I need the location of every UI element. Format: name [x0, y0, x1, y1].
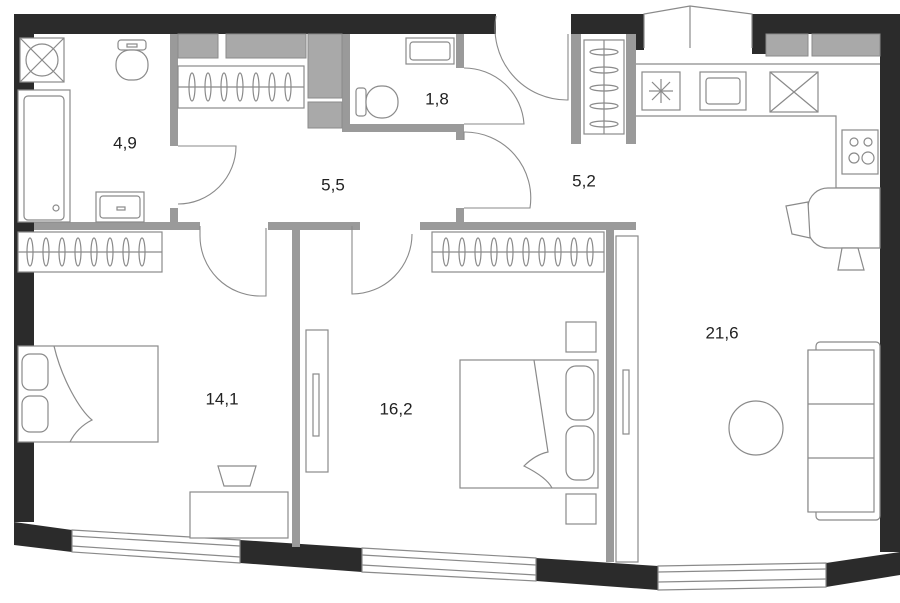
- room-area-bedroom-middle: 16,2: [379, 399, 412, 418]
- room-area-bathroom: 4,9: [113, 133, 137, 152]
- room-area-entrance: 5,2: [572, 171, 596, 190]
- chair-icon: [217, 465, 257, 487]
- stove-icon: [841, 129, 879, 175]
- wardrobe-icon: [431, 231, 605, 273]
- round-table-icon: [728, 400, 784, 456]
- sink-icon: [405, 37, 455, 65]
- interior-walls: [34, 34, 636, 562]
- room-area-bedroom-left: 14,1: [205, 389, 238, 408]
- kitchen-sink-icon: [699, 71, 747, 111]
- exterior-walls: [14, 14, 900, 590]
- washing-machine-icon: [769, 71, 819, 113]
- stove-icon: [641, 71, 681, 111]
- wardrobe-icon: [615, 235, 639, 563]
- toilet-icon: [355, 85, 399, 119]
- room-labels: 4,9 1,8 5,5 5,2 14,1 16,2 21,6: [113, 89, 738, 418]
- sofa-icon: [807, 341, 881, 521]
- toilet-icon: [115, 39, 149, 81]
- wardrobe-icon: [305, 329, 329, 473]
- wardrobe-icon: [583, 39, 625, 135]
- desk-icon: [189, 491, 289, 539]
- chair-icon: [785, 201, 865, 271]
- room-area-hallway: 5,5: [321, 175, 345, 194]
- hanger-row: [188, 72, 292, 102]
- wardrobe-icon: [177, 33, 343, 129]
- room-area-toilet: 1,8: [425, 89, 449, 108]
- wardrobe-icon: [17, 231, 163, 273]
- window-icon: [71, 5, 827, 591]
- washing-machine-icon: [19, 37, 65, 83]
- bed-icon: [17, 345, 159, 443]
- dining-table-icon: [807, 187, 881, 249]
- room-area-living-kitchen: 21,6: [705, 323, 738, 342]
- bed-icon: [459, 321, 599, 525]
- bathtub-icon: [17, 89, 71, 223]
- door-icon: [177, 15, 569, 297]
- sink-icon: [95, 191, 145, 223]
- hanger-row: [26, 237, 146, 267]
- hanger-row: [589, 48, 619, 128]
- hanger-row: [442, 237, 594, 267]
